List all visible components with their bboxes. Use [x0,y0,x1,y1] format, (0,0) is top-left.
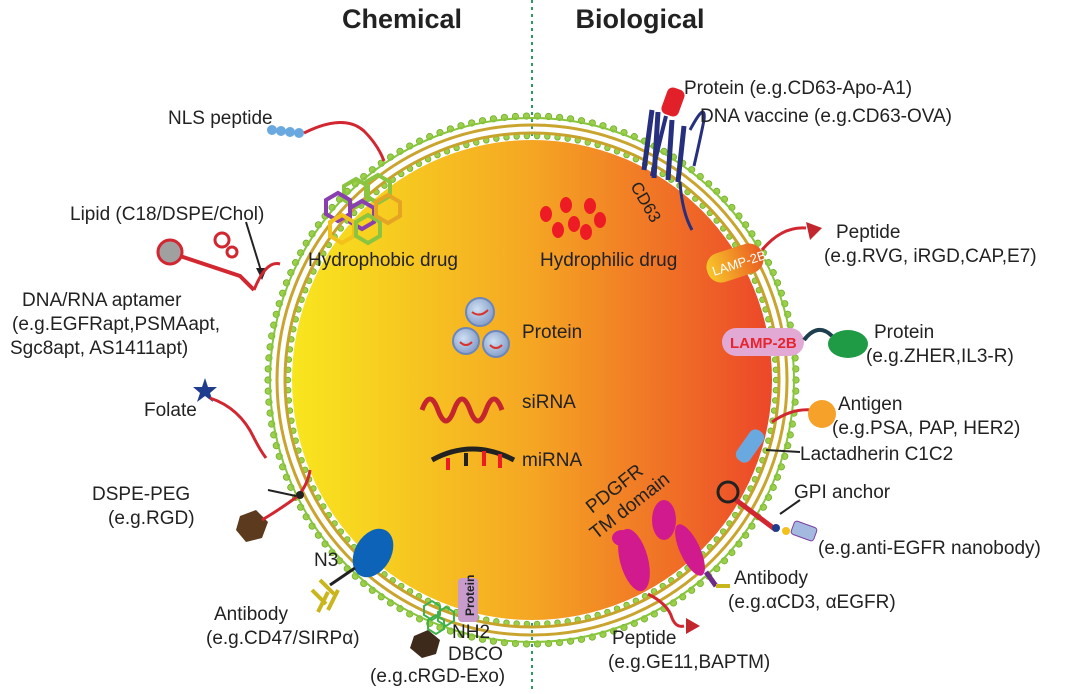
label-gpi: GPI anchor [794,482,891,503]
membrane-mid-line [275,123,789,637]
antigen-icon [735,400,836,463]
header-biological: Biological [575,4,704,34]
membrane-inner-line [283,131,781,629]
label-folate: Folate [144,400,197,421]
label-protein2-2: (e.g.ZHER,IL3-R) [866,346,1014,367]
label-antibody-chem-1: Antibody [214,604,288,625]
sirna-icon [419,396,505,424]
lamp2b-fusion-2 [722,328,868,358]
protein-cargo-icon [452,297,510,358]
hydrophobic-drug-icon [324,172,402,246]
gpi-anchor-icon [716,480,818,542]
label-peptide2-1: Peptide [612,628,676,649]
mirna-icon [430,446,516,470]
lamp2b-fusion-1 [706,222,822,283]
label-lamp2b-2: LAMP-2B [730,335,797,352]
antibody-n3-icon [310,528,394,613]
exosome-core [292,140,772,620]
label-hydrophobic-drug: Hydrophobic drug [308,250,458,271]
label-peptide1-2: (e.g.RVG, iRGD,CAP,E7) [824,246,1037,267]
label-protein2-1: Protein [874,322,934,343]
header-chemical: Chemical [342,4,462,34]
label-antigen-1: Antigen [838,394,902,415]
label-dspe-2: (e.g.RGD) [108,508,195,529]
cd63-icon [641,87,706,231]
label-aptamer-1: DNA/RNA aptamer [22,290,182,311]
label-sirna: siRNA [522,392,576,413]
label-dspe-1: DSPE-PEG [92,484,190,505]
pdgfr-antibody-icon [612,500,730,634]
dbco-icon [410,578,478,658]
label-dbco-2: (e.g.cRGD-Exo) [370,666,505,687]
label-protein-apo: Protein (e.g.CD63-Apo-A1) [684,78,912,99]
label-aptamer-2: (e.g.EGFRapt,PSMAapt, [12,314,220,335]
label-nls: NLS peptide [168,108,273,129]
lipid-arrow [245,221,263,275]
label-peptide1-1: Peptide [836,222,900,243]
label-dna-vaccine: DNA vaccine (e.g.CD63-OVA) [700,106,952,127]
label-lipid: Lipid (C18/DSPE/Chol) [70,204,264,225]
label-dbco-1: DBCO [448,644,503,665]
label-nanobody: (e.g.anti-EGFR nanobody) [818,538,1041,559]
label-mirna: miRNA [522,450,582,471]
label-antibody-chem-2: (e.g.CD47/SIRPα) [206,628,360,649]
label-antibody-bio-2: (e.g.αCD3, αEGFR) [728,592,896,613]
label-antigen-2: (e.g.PSA, PAP, HER2) [832,418,1020,439]
label-protein-tag: Protein [463,575,477,616]
label-n3: N3 [314,550,338,571]
membrane-outer-line [269,117,795,643]
label-lactadherin: Lactadherin C1C2 [800,444,953,465]
label-hydrophilic-drug: Hydrophilic drug [540,250,677,271]
nls-peptide-icon [267,121,386,162]
label-peptide2-2: (e.g.GE11,BAPTM) [608,652,770,673]
label-antibody-bio-1: Antibody [734,568,808,589]
label-protein-cargo: Protein [522,322,582,343]
label-aptamer-3: Sgc8apt, AS1411apt) [10,338,188,359]
aptamer-icon [156,231,281,292]
hydrophilic-drug-icon [540,197,606,240]
label-nh2: NH2 [452,622,490,643]
folate-icon [193,378,268,459]
dspe-peg-icon [236,469,312,542]
